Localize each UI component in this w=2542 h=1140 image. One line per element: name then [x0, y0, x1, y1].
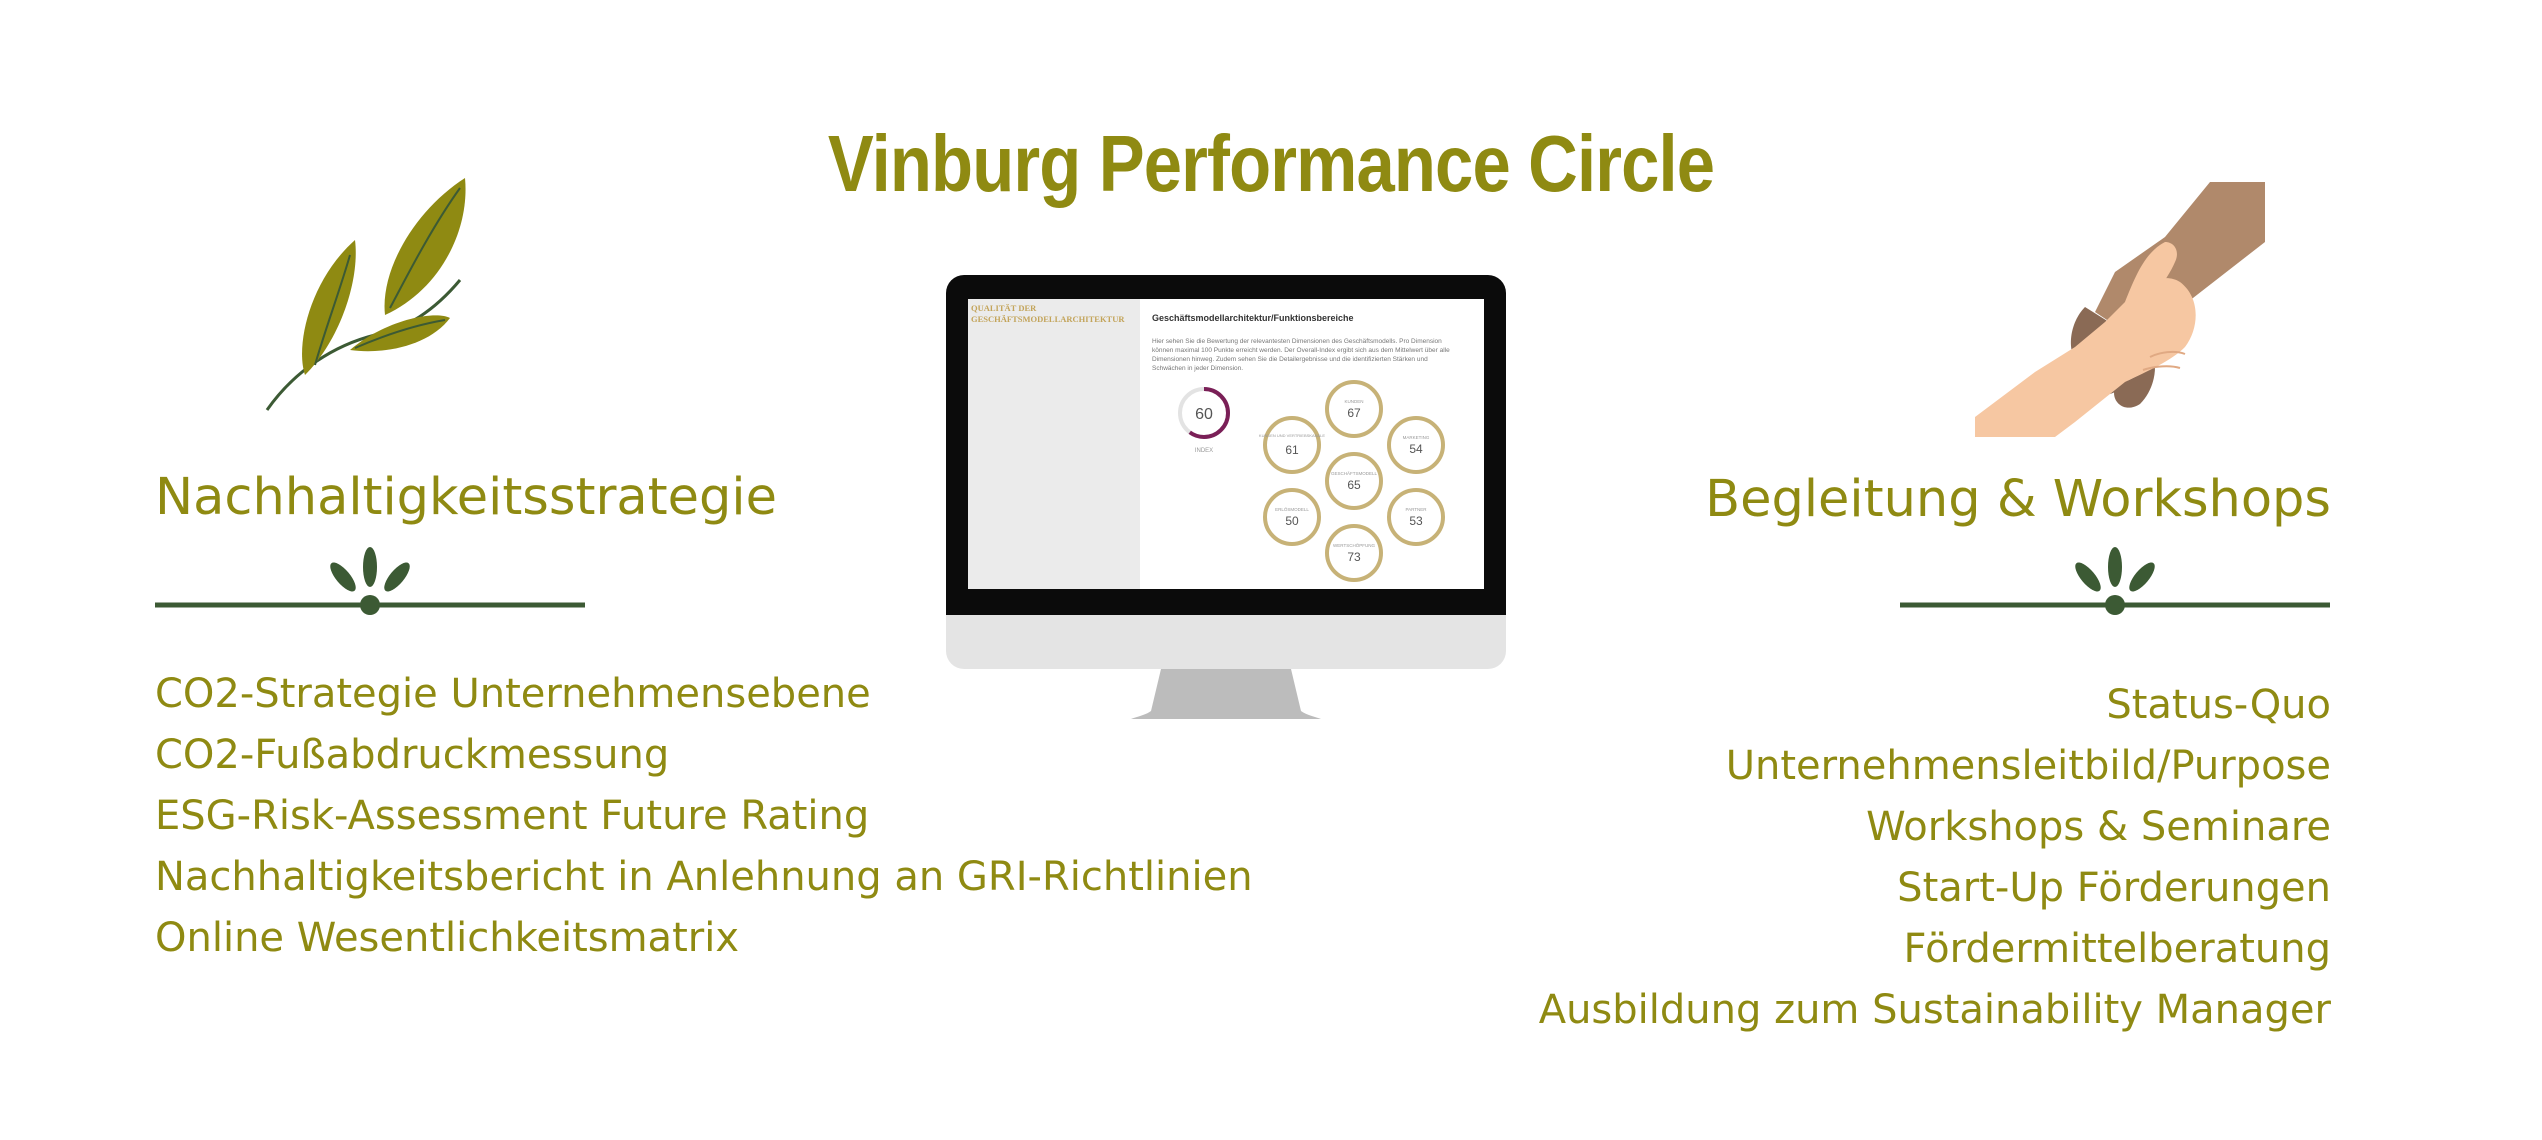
list-item: CO2-Strategie Unternehmensebene	[155, 671, 871, 717]
right-divider-ornament-icon	[1900, 547, 2330, 615]
monitor-illustration: QUALITÄT DER GESCHÄFTSMODELLARCHITEKTUR …	[946, 275, 1506, 725]
circle-value: 50	[1285, 514, 1299, 528]
right-heading: Begleitung & Workshops	[1705, 470, 2331, 529]
circle-label: PARTNER	[1405, 507, 1427, 512]
helping-hands-icon	[1975, 182, 2265, 437]
circle-label: WERTSCHÖPFUNG	[1333, 542, 1375, 548]
dashboard-sidebar: QUALITÄT DER GESCHÄFTSMODELLARCHITEKTUR	[968, 299, 1140, 589]
list-item: ESG-Risk-Assessment Future Rating	[155, 793, 870, 839]
dashboard-description: Hier sehen Sie die Bewertung der relevan…	[1152, 338, 1450, 372]
dashboard-gauges: 60 INDEX KUNDEN 67 KUNDEN UND VERTRIEBSK…	[1178, 380, 1445, 582]
circle-value: 65	[1347, 478, 1361, 492]
circle-value: 73	[1347, 550, 1361, 564]
olive-branch-icon	[265, 178, 466, 411]
left-service-list: CO2-Strategie Unternehmensebene CO2-Fußa…	[155, 664, 1253, 969]
left-heading: Nachhaltigkeitsstrategie	[155, 468, 777, 527]
dashboard-main: Geschäftsmodellarchitektur/Funktionsbere…	[1140, 299, 1484, 589]
circle-label: KUNDEN UND VERTRIEBSKANÄLE	[1259, 433, 1325, 438]
monitor-stand	[1131, 669, 1321, 719]
list-item: Status-Quo	[2106, 682, 2331, 728]
index-label: INDEX	[1195, 448, 1213, 454]
circle-label: KUNDEN	[1344, 399, 1363, 404]
sidebar-label: QUALITÄT DER GESCHÄFTSMODELLARCHITEKTUR	[971, 303, 1125, 324]
circle-erloesmodell: ERLÖSMODELL 50	[1263, 488, 1321, 546]
circle-marketing: MARKETING 54	[1387, 416, 1445, 474]
circle-value: 54	[1409, 442, 1423, 456]
monitor-chin	[946, 615, 1506, 669]
circle-label: ERLÖSMODELL	[1275, 506, 1309, 512]
list-item: Fördermittelberatung	[1903, 926, 2331, 972]
circle-vertriebskanaele: KUNDEN UND VERTRIEBSKANÄLE 61	[1259, 416, 1325, 474]
page-title: Vinburg Performance Circle	[827, 119, 1715, 208]
list-item: Ausbildung zum Sustainability Manager	[1538, 987, 2331, 1033]
circle-wertschoepfung: WERTSCHÖPFUNG 73	[1325, 524, 1383, 582]
index-value: 60	[1195, 406, 1213, 423]
circle-partner: PARTNER 53	[1387, 488, 1445, 546]
left-divider-ornament-icon	[155, 547, 585, 615]
circle-kunden: KUNDEN 67	[1325, 380, 1383, 438]
list-item: Workshops & Seminare	[1866, 804, 2331, 850]
list-item: Unternehmensleitbild/Purpose	[1725, 743, 2331, 789]
index-gauge: 60 INDEX	[1178, 387, 1230, 454]
circle-value: 67	[1347, 406, 1361, 420]
circle-label: MARKETING	[1403, 435, 1430, 440]
list-item: CO2-Fußabdruckmessung	[155, 732, 670, 778]
list-item: Online Wesentlichkeitsmatrix	[155, 915, 739, 961]
list-item: Start-Up Förderungen	[1897, 865, 2331, 911]
right-service-list: Status-Quo Unternehmensleitbild/Purpose …	[1539, 675, 2331, 1041]
circle-geschaeftsmodell: GESCHÄFTSMODELL 65	[1325, 452, 1383, 510]
dashboard-screen: QUALITÄT DER GESCHÄFTSMODELLARCHITEKTUR …	[968, 299, 1484, 589]
circle-label: GESCHÄFTSMODELL	[1331, 470, 1378, 476]
circle-value: 61	[1285, 443, 1299, 457]
circle-value: 53	[1409, 514, 1423, 528]
dashboard-heading: Geschäftsmodellarchitektur/Funktionsbere…	[1152, 313, 1354, 323]
list-item: Nachhaltigkeitsbericht in Anlehnung an G…	[155, 854, 1253, 900]
